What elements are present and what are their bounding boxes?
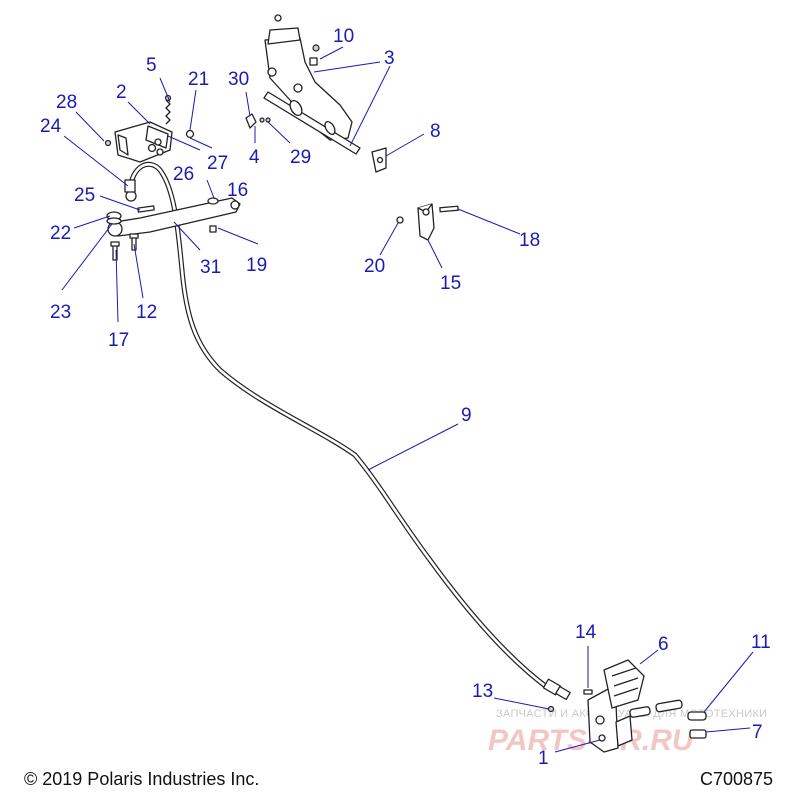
callout-31: 31 <box>200 257 221 278</box>
callout-2: 2 <box>116 82 127 103</box>
callout-4: 4 <box>249 147 260 168</box>
callout-22: 22 <box>50 223 71 244</box>
callout-10: 10 <box>333 26 354 47</box>
callout-9: 9 <box>461 405 472 426</box>
cable-assembly <box>124 161 571 701</box>
callout-24: 24 <box>40 116 62 137</box>
callout-16: 16 <box>227 180 248 201</box>
callout-25: 25 <box>74 185 95 206</box>
mount-plate <box>371 147 387 173</box>
callout-21: 21 <box>188 69 209 90</box>
callout-14: 14 <box>575 622 597 643</box>
callout-23: 23 <box>50 302 71 323</box>
pedal-mount-assembly <box>245 14 361 155</box>
lower-bracket-assembly <box>547 659 707 753</box>
callout-17: 17 <box>108 330 129 351</box>
callout-26: 26 <box>173 164 194 185</box>
callout-29: 29 <box>290 147 311 168</box>
callout-11: 11 <box>751 632 771 653</box>
callout-8: 8 <box>430 121 441 142</box>
callout-3: 3 <box>384 48 395 69</box>
callout-27: 27 <box>207 153 228 174</box>
callout-18: 18 <box>519 230 540 251</box>
callout-6: 6 <box>658 634 669 655</box>
callout-28: 28 <box>56 92 77 113</box>
callout-30: 30 <box>228 69 249 90</box>
callout-12: 12 <box>136 302 157 323</box>
upper-left-bracket <box>104 94 195 163</box>
drawing-number: C700875 <box>700 769 773 789</box>
callouts: 1 2 3 4 5 6 7 8 9 10 11 12 13 14 15 16 1… <box>40 26 771 769</box>
callout-19: 19 <box>246 255 267 276</box>
callout-20: 20 <box>364 256 385 277</box>
callout-15: 15 <box>440 273 461 294</box>
footer: © 2019 Polaris Industries Inc. C700875 <box>24 769 773 789</box>
copyright-text: © 2019 Polaris Industries Inc. <box>24 769 259 789</box>
callout-13: 13 <box>472 681 493 702</box>
callout-7: 7 <box>752 722 763 743</box>
clevis-assembly <box>396 203 459 241</box>
callout-5: 5 <box>146 55 157 76</box>
callout-1: 1 <box>538 748 549 769</box>
leader-lines <box>61 46 754 753</box>
lever-arm-assembly <box>106 197 241 261</box>
